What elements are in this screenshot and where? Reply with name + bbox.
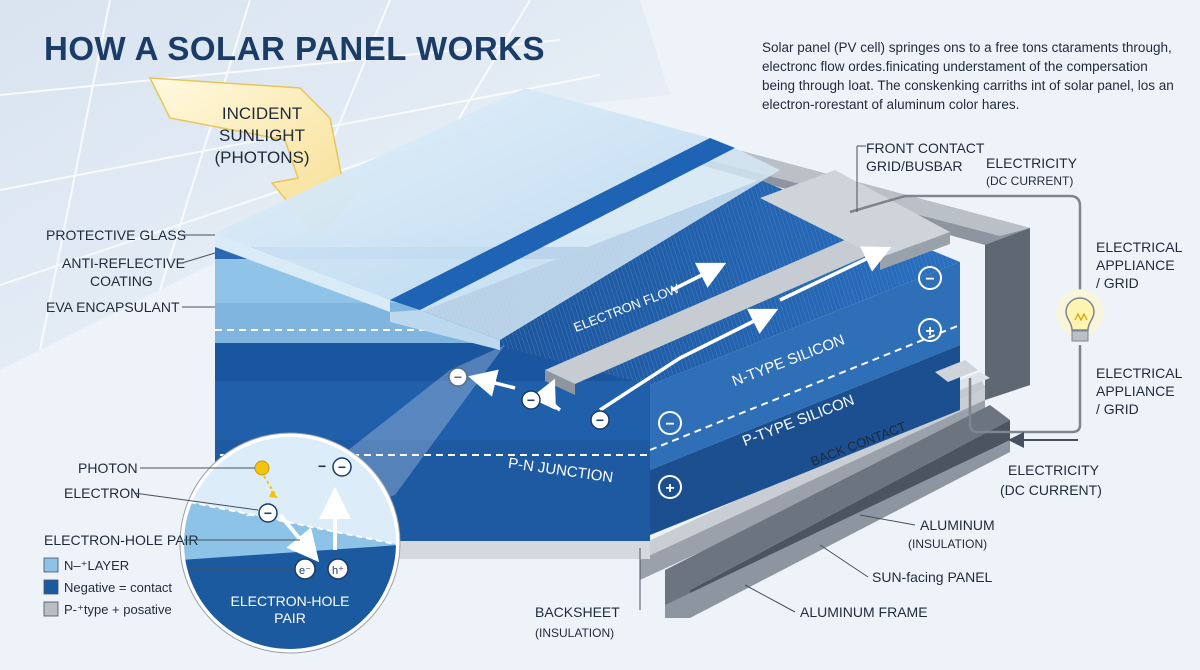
anti-reflective-label: ANTI-REFLECTIVE — [62, 255, 185, 271]
svg-text:−: − — [665, 416, 674, 433]
electron-hole-pair-label: ELECTRON-HOLE PAIR — [44, 532, 199, 548]
svg-text:N–⁺LAYER: N–⁺LAYER — [64, 558, 129, 573]
protective-glass-label: PROTECTIVE GLASS — [46, 227, 186, 243]
svg-text:+: + — [925, 323, 934, 340]
svg-text:e⁻: e⁻ — [299, 565, 311, 577]
glass-layers — [215, 88, 780, 350]
charge-signs: − − − − + − + — [448, 266, 942, 499]
svg-text:INCIDENT: INCIDENT — [222, 104, 302, 123]
minus-sign: − — [521, 390, 541, 410]
svg-text:/ GRID: / GRID — [1096, 275, 1139, 291]
plus-sign: + — [918, 318, 942, 342]
svg-text:(INSULATION): (INSULATION) — [908, 537, 987, 551]
left-labels: PROTECTIVE GLASS ANTI-REFLECTIVE COATING… — [46, 227, 216, 315]
inset-labels: PHOTON ELECTRON ELECTRON-HOLE PAIR — [44, 460, 300, 570]
minus-sign: − — [658, 411, 682, 435]
inset-magnifier: − − − − e⁻ h⁺ ELECTRON-HOLE PAIR — [179, 432, 401, 654]
right-labels: FRONT CONTACT GRID/BUSBAR ELECTRICITY (D… — [856, 140, 1183, 498]
legend-swatch — [43, 579, 59, 595]
svg-text:(DC CURRENT): (DC CURRENT) — [986, 174, 1073, 188]
eva-label: EVA ENCAPSULANT — [46, 299, 180, 315]
appliance-label-2: ELECTRICAL — [1096, 365, 1183, 381]
svg-text:/ GRID: / GRID — [1096, 401, 1139, 417]
legend-swatch — [43, 557, 59, 573]
page-title: HOW A SOLAR PANEL WORKS — [44, 30, 545, 67]
light-bulb-icon — [1056, 289, 1104, 342]
svg-text:−: − — [596, 412, 604, 428]
description-text: Solar panel (PV cell) springes ons to a … — [762, 40, 1174, 112]
legend-item: Negative = contact — [43, 579, 172, 595]
busbars — [545, 170, 978, 395]
svg-text:+: + — [665, 480, 674, 497]
svg-text:−: − — [318, 458, 326, 474]
svg-text:−: − — [454, 369, 462, 385]
minus-sign: − — [590, 410, 610, 430]
svg-text:APPLIANCE: APPLIANCE — [1096, 383, 1175, 399]
plus-sign: + — [658, 475, 682, 499]
backsheet-label: BACKSHEET — [535, 604, 620, 620]
legend-swatch — [43, 601, 59, 617]
circuit-wires — [849, 194, 1082, 434]
svg-text:−: − — [264, 505, 272, 521]
svg-text:GRID/BUSBAR: GRID/BUSBAR — [866, 158, 962, 174]
aluminum-frame-label: ALUMINUM FRAME — [800, 604, 928, 620]
bottom-labels: ALUMINUM (INSULATION) SUN-facing PANEL A… — [535, 514, 995, 640]
sun-facing-label: SUN-facing PANEL — [872, 569, 993, 585]
electron-flow-arrows — [468, 246, 892, 412]
appliance-label-1: ELECTRICAL — [1096, 239, 1183, 255]
svg-text:COATING: COATING — [90, 273, 153, 289]
electricity-top-label: ELECTRICITY — [986, 155, 1078, 171]
svg-text:P-⁺type + posative: P-⁺type + posative — [64, 602, 172, 617]
aluminum-frame — [640, 140, 1030, 618]
cell-top-surface — [400, 180, 960, 385]
svg-text:PAIR: PAIR — [274, 610, 306, 626]
svg-text:(INSULATION): (INSULATION) — [535, 626, 614, 640]
photon-label: PHOTON — [78, 460, 138, 476]
aluminum-label: ALUMINUM — [920, 517, 995, 533]
svg-text:(DC CURRENT): (DC CURRENT) — [1000, 482, 1102, 498]
inset-caption: ELECTRON-HOLE — [230, 593, 349, 609]
svg-text:SUNLIGHT: SUNLIGHT — [219, 126, 305, 145]
minus-sign: − — [448, 367, 468, 387]
svg-text:(PHOTONS): (PHOTONS) — [214, 148, 309, 167]
svg-text:h⁺: h⁺ — [332, 565, 344, 577]
electron-label: ELECTRON — [64, 485, 140, 501]
photon-icon — [254, 460, 270, 476]
svg-text:−: − — [527, 392, 535, 408]
front-contact-label: FRONT CONTACT — [866, 140, 985, 156]
svg-text:−: − — [338, 459, 346, 475]
svg-text:−: − — [925, 271, 934, 288]
svg-text:APPLIANCE: APPLIANCE — [1096, 257, 1175, 273]
legend-item: P-⁺type + posative — [43, 601, 172, 617]
electricity-bottom-label: ELECTRICITY — [1008, 462, 1100, 478]
legend: N–⁺LAYER Negative = contact P-⁺type + po… — [43, 557, 172, 617]
svg-text:−: − — [246, 507, 254, 523]
block-side-face — [649, 262, 961, 535]
legend-item: N–⁺LAYER — [43, 557, 129, 573]
electron-icon — [258, 503, 278, 523]
svg-text:Negative = contact: Negative = contact — [64, 580, 172, 595]
sunlight-label: INCIDENT SUNLIGHT (PHOTONS) — [214, 104, 309, 167]
minus-sign: − — [918, 266, 942, 290]
